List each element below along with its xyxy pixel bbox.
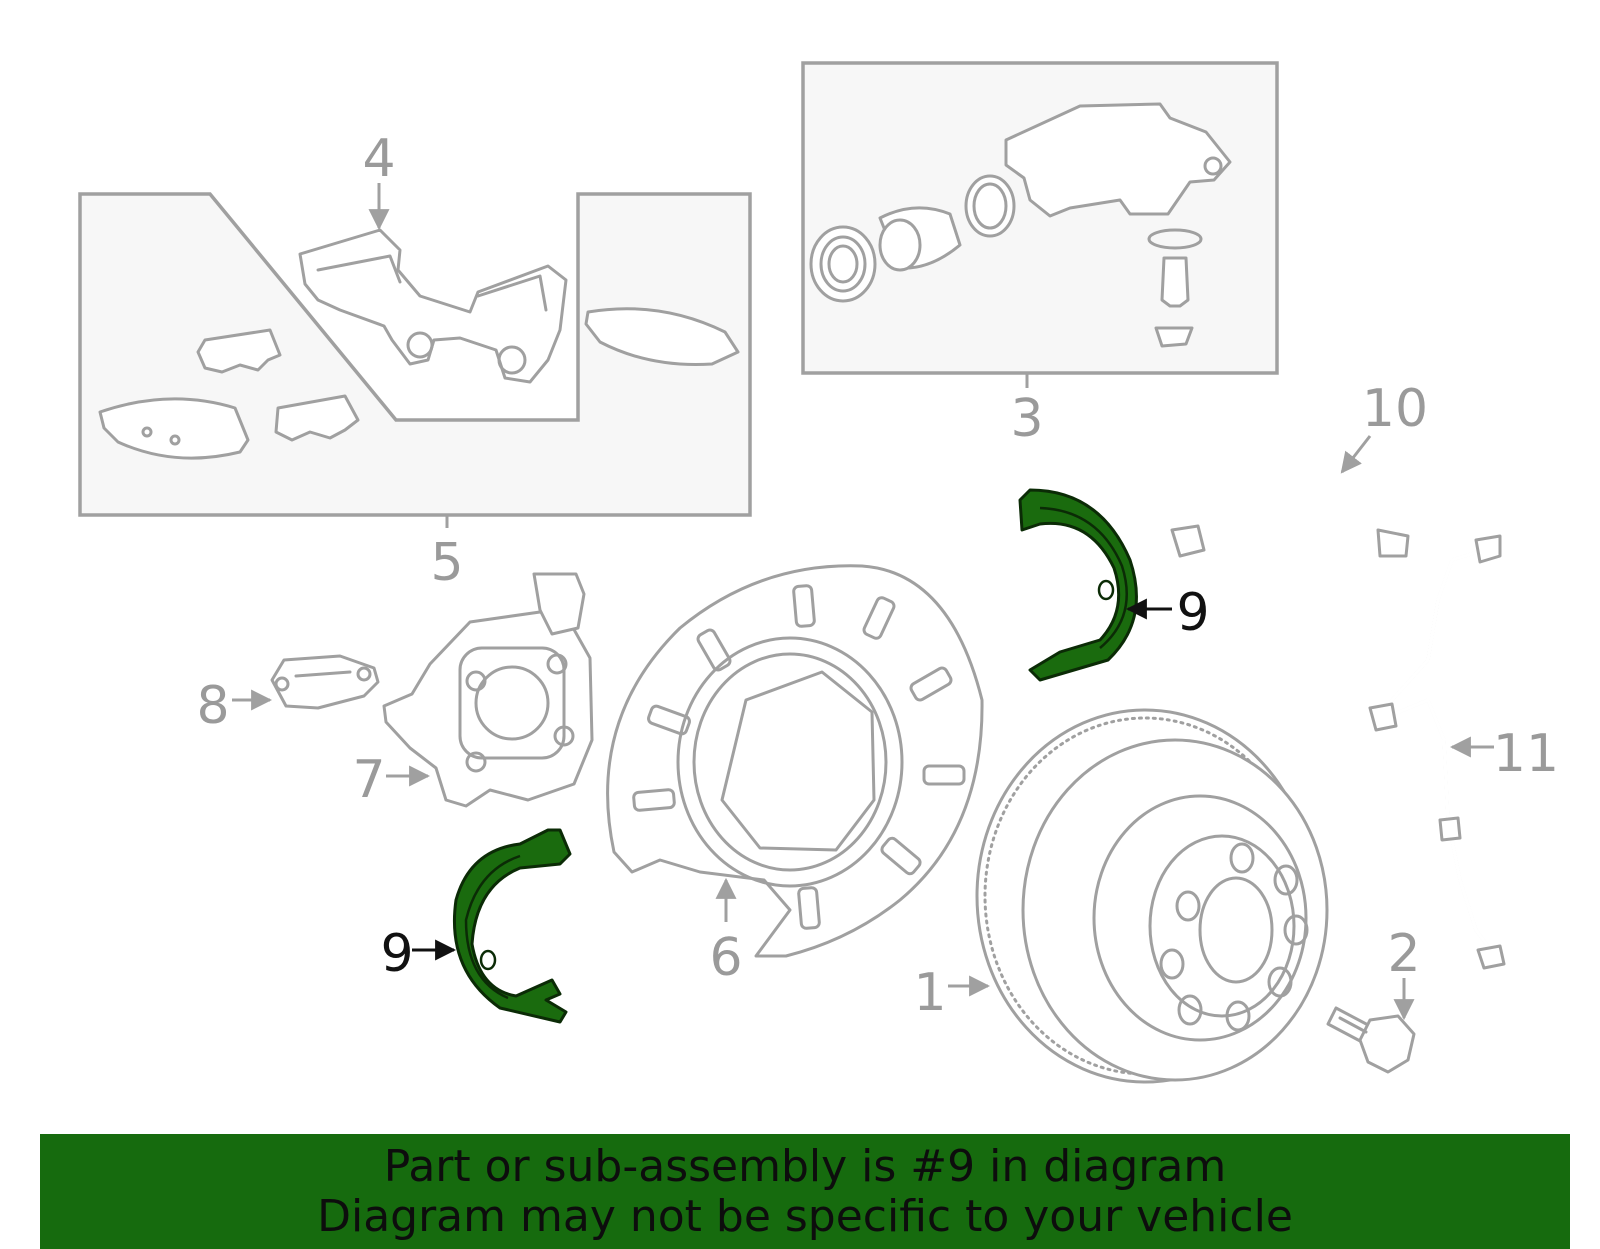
dust-shield bbox=[606, 564, 984, 958]
banner-line-2: Diagram may not be specific to your vehi… bbox=[317, 1190, 1293, 1242]
svg-text:4: 4 bbox=[362, 129, 395, 189]
brake-hose bbox=[1165, 416, 1410, 558]
parking-brake-shoe-upper bbox=[1018, 488, 1138, 682]
callout-9-lower: 9 bbox=[380, 924, 457, 984]
parking-brake-shoe-lower bbox=[452, 828, 572, 1024]
callout-4: 4 bbox=[362, 129, 396, 231]
rotor-bolt bbox=[1326, 1006, 1416, 1074]
brake-pad-right bbox=[584, 307, 740, 366]
callout-6: 6 bbox=[709, 877, 743, 988]
callout-2: 2 bbox=[1387, 924, 1421, 1021]
svg-text:5: 5 bbox=[430, 533, 463, 593]
caliper-piston bbox=[878, 206, 962, 272]
backing-plate bbox=[382, 572, 594, 808]
callout-7: 7 bbox=[352, 750, 431, 810]
bleeder-washer bbox=[1147, 228, 1203, 250]
callout-11: 11 bbox=[1449, 724, 1559, 784]
pad-clip-lower bbox=[274, 394, 360, 442]
caliper-housing bbox=[1004, 102, 1232, 218]
svg-text:7: 7 bbox=[352, 750, 385, 810]
svg-text:3: 3 bbox=[1010, 389, 1043, 449]
pad-clip-upper bbox=[196, 328, 282, 374]
callout-10: 10 bbox=[1340, 379, 1428, 474]
callout-1: 1 bbox=[913, 963, 991, 1023]
parking-brake-adjuster bbox=[270, 654, 380, 710]
svg-text:11: 11 bbox=[1493, 724, 1559, 784]
svg-text:9: 9 bbox=[380, 924, 413, 984]
callout-8: 8 bbox=[196, 676, 273, 736]
svg-text:6: 6 bbox=[709, 928, 742, 988]
pad-kit-box bbox=[78, 192, 752, 517]
svg-text:2: 2 bbox=[1387, 924, 1420, 984]
callout-3: 3 bbox=[1010, 373, 1044, 449]
bleeder-screw bbox=[1160, 256, 1190, 308]
brake-pad-left bbox=[98, 397, 250, 460]
svg-text:1: 1 bbox=[913, 963, 946, 1023]
caliper-seal bbox=[809, 225, 877, 303]
info-banner: Part or sub-assembly is #9 in diagram Di… bbox=[40, 1134, 1570, 1249]
svg-text:8: 8 bbox=[196, 676, 229, 736]
brake-rotor bbox=[975, 708, 1329, 1084]
caliper-box bbox=[801, 61, 1279, 375]
svg-text:9: 9 bbox=[1176, 583, 1209, 643]
banner-line-1: Part or sub-assembly is #9 in diagram bbox=[383, 1140, 1227, 1192]
wheel-speed-sensor bbox=[1368, 534, 1506, 970]
caliper-bracket bbox=[298, 228, 568, 384]
svg-text:10: 10 bbox=[1362, 379, 1428, 439]
bleeder-cap bbox=[1154, 326, 1194, 348]
callout-5: 5 bbox=[430, 515, 464, 593]
callout-9-upper: 9 bbox=[1125, 583, 1210, 643]
